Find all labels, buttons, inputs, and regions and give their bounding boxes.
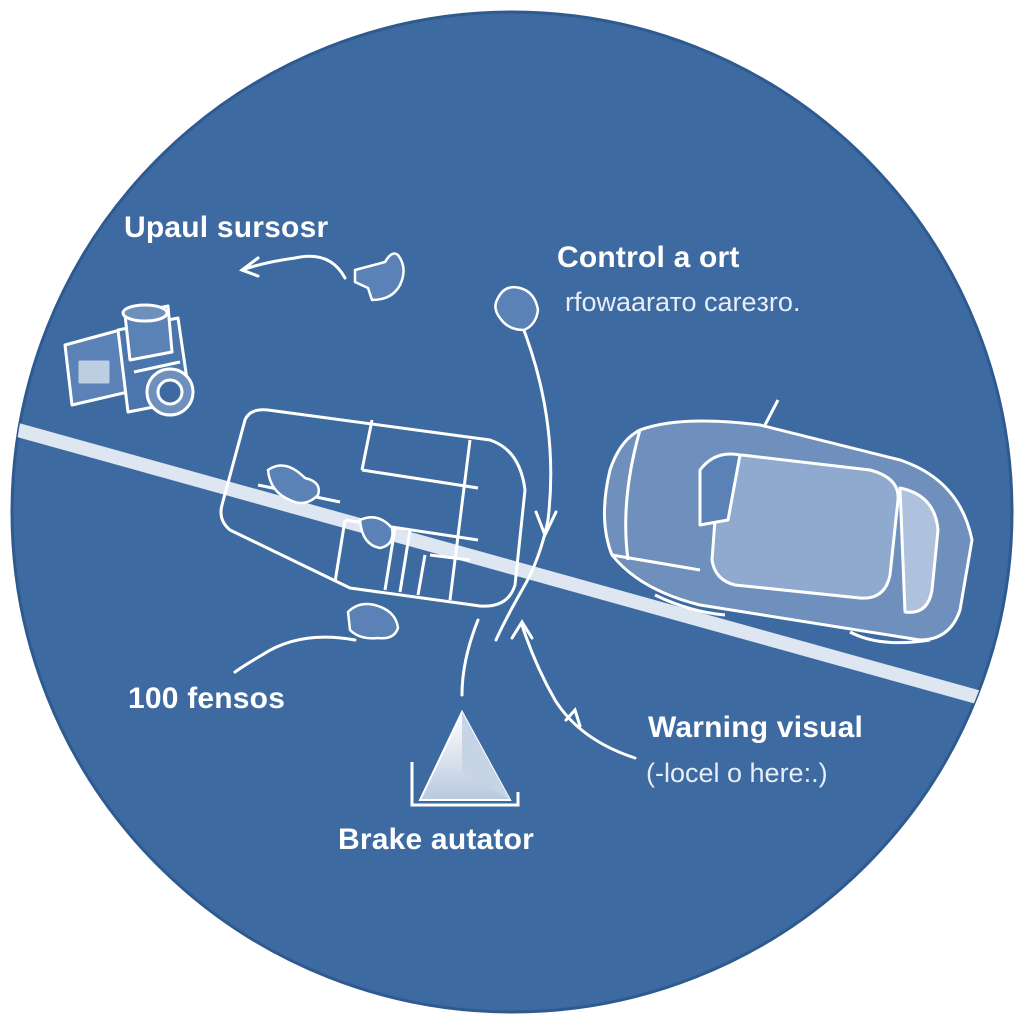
arrow-sensors — [233, 635, 357, 674]
background-circle — [10, 10, 1014, 1014]
warning-visual-label: Warning visual — [648, 711, 864, 744]
arrow-brake — [460, 618, 480, 697]
arrow-control-unit — [494, 318, 553, 642]
car-icon — [603, 399, 974, 645]
hand-pointer-icon — [266, 464, 394, 550]
control-unit-label: Control a ort — [557, 241, 740, 274]
arrow-upper-sensor — [240, 254, 347, 280]
camera-sensor-icon — [63, 303, 195, 417]
brake-actuator-label: Brake autator — [338, 823, 535, 856]
arrowhead-warning-lower — [564, 707, 582, 728]
arrowhead-warning — [510, 619, 534, 640]
arrow-warning — [520, 623, 637, 760]
arrowhead-control-unit — [534, 510, 558, 539]
warning-visual-sublabel: (-locel o here:.) — [646, 758, 828, 788]
control-unit-sublabel: rfowaarато careзro. — [565, 287, 801, 317]
sensors-label: 100 fensos — [128, 682, 286, 715]
hand-pointer-icon — [346, 252, 540, 640]
road-stripe — [12, 418, 1012, 717]
arrowhead-upper-sensor — [238, 256, 260, 278]
upper-sensor-label: Upaul sursosr — [124, 211, 329, 244]
warning-triangle-icon — [410, 709, 520, 807]
